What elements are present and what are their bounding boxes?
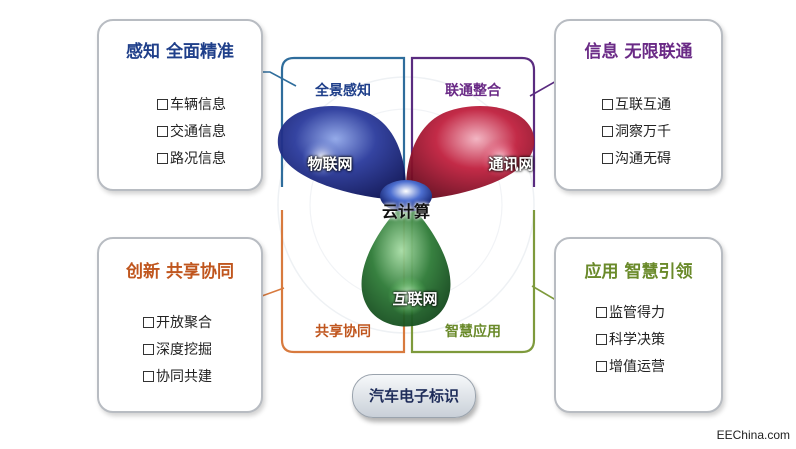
checkbox-icon [143,317,154,328]
list-item: 洞察万千 [602,119,767,146]
petal-telecom-highlight [480,138,520,178]
card-innovation-list: 开放聚合 深度挖掘 协同共建 [99,310,305,391]
quadrant-frame-top-right [410,56,536,187]
checkbox-icon [157,153,168,164]
list-item: 科学决策 [596,327,761,354]
checkbox-icon [596,307,607,318]
list-item: 深度挖掘 [143,337,305,364]
card-application-list: 监管得力 科学决策 增值运营 [556,300,761,381]
petal-internet [361,200,451,327]
petal-internet-highlight [388,276,428,316]
card-perception: 感知 全面精准 车辆信息 交通信息 路况信息 [97,19,263,191]
quadrant-frame-bottom-left [280,210,406,354]
checkbox-icon [157,126,168,137]
quadrant-frame-top-left [280,56,406,187]
checkbox-icon [143,371,154,382]
center-hub [380,180,432,212]
checkbox-icon [596,361,607,372]
center-label-cloud: 云计算 [381,202,430,221]
card-perception-title: 感知 全面精准 [126,42,234,62]
list-item: 增值运营 [596,354,761,381]
petal-label-iot: 物联网 [307,155,353,173]
card-application-title: 应用 智慧引领 [584,262,693,282]
list-item: 监管得力 [596,300,761,327]
checkbox-icon [602,126,613,137]
list-item: 协同共建 [143,364,305,391]
petal-label-internet: 互联网 [392,290,438,308]
watermark-text: EEChina.com [716,428,790,442]
list-item: 互联互通 [602,92,767,119]
list-item: 路况信息 [157,146,319,173]
checkbox-icon [157,99,168,110]
quadrant-label-panorama: 全景感知 [315,83,371,99]
list-item: 沟通无碍 [602,146,767,173]
bg-ring [277,76,535,334]
checkbox-icon [602,153,613,164]
petal-iot-highlight [302,138,342,178]
list-item: 车辆信息 [157,92,319,119]
card-perception-list: 车辆信息 交通信息 路况信息 [99,92,319,173]
petal-iot [277,105,407,200]
card-application: 应用 智慧引领 监管得力 科学决策 增值运营 [554,237,723,413]
card-connectivity: 信息 无限联通 互联互通 洞察万千 沟通无碍 [554,19,723,191]
petal-label-telecom: 通讯网 [488,155,534,173]
quadrant-frame-bottom-right [410,210,536,354]
quadrant-label-integration: 联通整合 [445,83,501,99]
checkbox-icon [596,334,607,345]
card-innovation-title: 创新 共享协同 [126,262,234,282]
quadrant-label-smart-app: 智慧应用 [445,324,501,340]
card-connectivity-list: 互联互通 洞察万千 沟通无碍 [556,92,767,173]
list-item: 交通信息 [157,119,319,146]
card-connectivity-title: 信息 无限联通 [584,42,693,62]
checkbox-icon [143,344,154,355]
checkbox-icon [602,99,613,110]
list-item: 开放聚合 [143,310,305,337]
card-innovation: 创新 共享协同 开放聚合 深度挖掘 协同共建 [97,237,263,413]
vehicle-id-badge: 汽车电子标识 [352,374,476,418]
quadrant-label-sharing: 共享协同 [315,324,371,340]
